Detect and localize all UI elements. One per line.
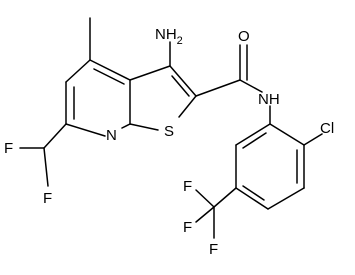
carbonyl-oxygen-label: O bbox=[238, 28, 250, 45]
bond bbox=[65, 123, 106, 137]
bond bbox=[43, 147, 49, 187]
fluorine-label: F bbox=[4, 140, 13, 157]
bond-layer bbox=[19, 17, 323, 239]
bond bbox=[303, 133, 323, 146]
bond bbox=[43, 123, 67, 149]
bond bbox=[169, 65, 197, 97]
bond bbox=[267, 187, 305, 210]
bond bbox=[89, 59, 131, 81]
amide-nh-label: NH bbox=[258, 91, 280, 108]
bond bbox=[195, 206, 215, 223]
fluorine-label: F bbox=[183, 219, 192, 236]
amino-label: NH2 bbox=[155, 26, 183, 47]
fluorine-label: F bbox=[209, 241, 218, 258]
bond bbox=[129, 65, 171, 81]
sulfur-label: S bbox=[164, 123, 174, 140]
bond-double bbox=[93, 68, 125, 85]
bond-double bbox=[171, 75, 190, 97]
fluorine-label: F bbox=[183, 178, 192, 195]
bond bbox=[65, 59, 91, 83]
bond bbox=[235, 123, 271, 146]
bond bbox=[195, 189, 215, 208]
bond bbox=[129, 123, 159, 131]
bond bbox=[235, 187, 269, 210]
bond bbox=[195, 79, 241, 97]
bond bbox=[213, 187, 237, 208]
bond-double bbox=[242, 132, 267, 149]
chlorine-label: Cl bbox=[320, 120, 334, 137]
fluorine-label: F bbox=[43, 190, 52, 207]
bond bbox=[178, 95, 197, 118]
bond-double bbox=[242, 185, 265, 201]
atom-label-layer: NH2 O NH S N Cl F F F F F bbox=[4, 26, 334, 258]
bond bbox=[239, 79, 263, 93]
amino-subscript: 2 bbox=[177, 35, 183, 47]
pyridine-nitrogen-label: N bbox=[106, 127, 117, 144]
bond bbox=[269, 123, 305, 146]
bond bbox=[121, 123, 131, 129]
